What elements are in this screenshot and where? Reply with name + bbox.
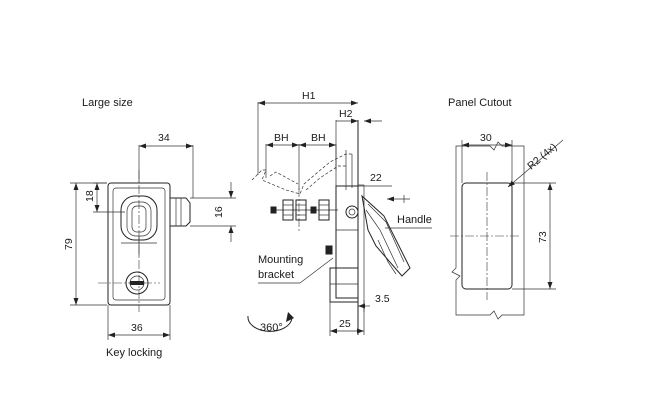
panel — [357, 120, 365, 335]
dim-cutout-height: 73 — [512, 182, 556, 290]
svg-text:34: 34 — [158, 132, 170, 144]
front-view-title: Large size — [82, 97, 133, 109]
cutout-view-title: Panel Cutout — [448, 97, 512, 109]
svg-text:18: 18 — [84, 190, 96, 202]
dim-depth-25: 25 — [329, 302, 364, 336]
bolt-assembly — [270, 188, 338, 232]
svg-text:73: 73 — [537, 231, 549, 243]
dim-bottom-width: 36 — [107, 305, 171, 340]
svg-text:H2: H2 — [339, 108, 353, 120]
rotation-360-icon: 360° — [247, 312, 294, 334]
handle-label: Handle — [385, 214, 432, 229]
cutout-plate — [450, 141, 525, 320]
dim-top-width: 34 — [138, 132, 194, 198]
bracket-outline — [251, 150, 353, 195]
svg-text:bracket: bracket — [258, 269, 294, 281]
svg-text:36: 36 — [131, 322, 143, 334]
side-view: H1 H2 BH BH — [247, 90, 432, 336]
lock-side-body — [325, 185, 359, 303]
dim-lever-16: 16 — [190, 182, 236, 242]
svg-text:22: 22 — [370, 172, 382, 184]
dim-cutout-width: 30 — [461, 132, 513, 183]
svg-text:25: 25 — [339, 318, 351, 330]
dim-upper-height: 18 — [84, 182, 125, 213]
svg-text:Mounting: Mounting — [258, 254, 303, 266]
front-view-caption: Key locking — [106, 347, 162, 359]
svg-text:360°: 360° — [260, 322, 283, 334]
dim-cutout-radius: R2 (4x) — [507, 139, 564, 188]
cutout-view: Panel Cutout 30 73 R2 (4x) — [448, 97, 564, 320]
dim-angle-22: 22 — [358, 172, 392, 187]
mounting-bracket-label: Mounting bracket — [258, 254, 334, 284]
handle — [361, 194, 411, 277]
dim-offset-35: 3.5 — [358, 293, 390, 312]
front-view: Large size 34 — [63, 97, 236, 359]
svg-text:R2 (4x): R2 (4x) — [525, 141, 559, 172]
push-arrow — [387, 195, 410, 203]
svg-text:79: 79 — [63, 238, 75, 250]
svg-text:H1: H1 — [302, 90, 316, 102]
dim-total-height: 79 — [63, 182, 107, 306]
svg-text:30: 30 — [480, 132, 492, 144]
svg-text:BH: BH — [274, 132, 289, 144]
lock-front-body — [98, 170, 191, 312]
svg-text:3.5: 3.5 — [375, 293, 390, 305]
dim-bh: BH BH — [265, 132, 337, 190]
dim-h2: H2 — [335, 108, 382, 170]
svg-text:Handle: Handle — [397, 214, 432, 226]
svg-text:BH: BH — [311, 132, 326, 144]
svg-text:16: 16 — [213, 206, 225, 218]
dim-h1: H1 — [257, 90, 358, 175]
